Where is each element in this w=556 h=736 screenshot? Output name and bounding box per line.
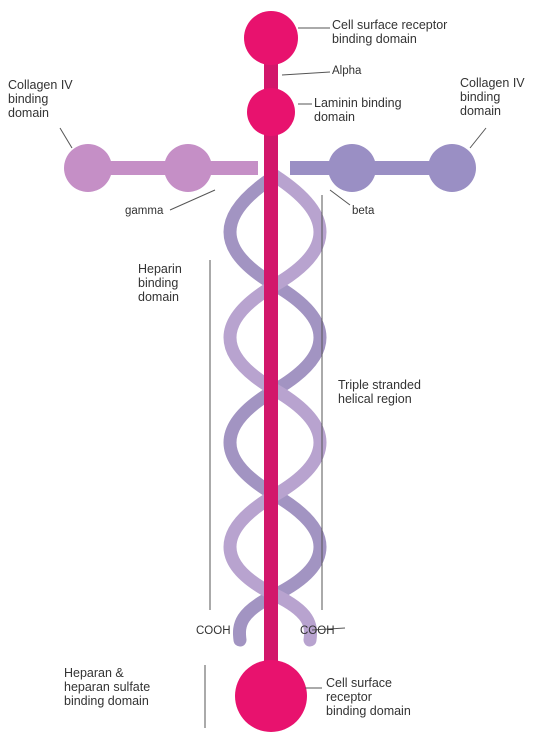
alpha-globule-top [244,11,298,65]
label-cooh-left: COOH [196,624,231,638]
label-alpha-chain: Alpha [332,64,361,78]
label-triple-helical-domain: Triple stranded helical region [338,378,421,406]
leader-gamma [170,190,215,210]
leader-beta [330,190,350,205]
label-heparan-binding: Heparan & heparan sulfate binding domain [64,666,150,708]
label-beta-chain: beta [352,204,374,218]
label-laminin-binding: Laminin binding domain [314,96,402,124]
leader-alpha [282,72,330,75]
gamma-globule-outer [64,144,112,192]
gamma-globule-inner [164,144,212,192]
gamma-chain-arm [64,144,258,192]
label-cell-surface-binding-top: Cell surface receptor binding domain [332,18,447,46]
label-cell-surface-binding-bottom: Cell surface receptor binding domain [326,676,411,718]
label-cooh-right: COOH [300,624,335,638]
leader-collagen-left [60,128,72,148]
beta-globule-outer [428,144,476,192]
label-heparin-binding: Heparin binding domain [138,262,182,304]
alpha-globule-bottom [235,660,307,732]
leader-collagen-right [470,128,486,148]
beta-chain-arm [290,144,476,192]
label-collagen-binding-right: Collagen IV binding domain [460,76,525,118]
label-collagen-binding-left: Collagen IV binding domain [8,78,73,120]
alpha-globule-second [247,88,295,136]
label-gamma-chain: gamma [125,204,163,218]
beta-globule-inner [328,144,376,192]
